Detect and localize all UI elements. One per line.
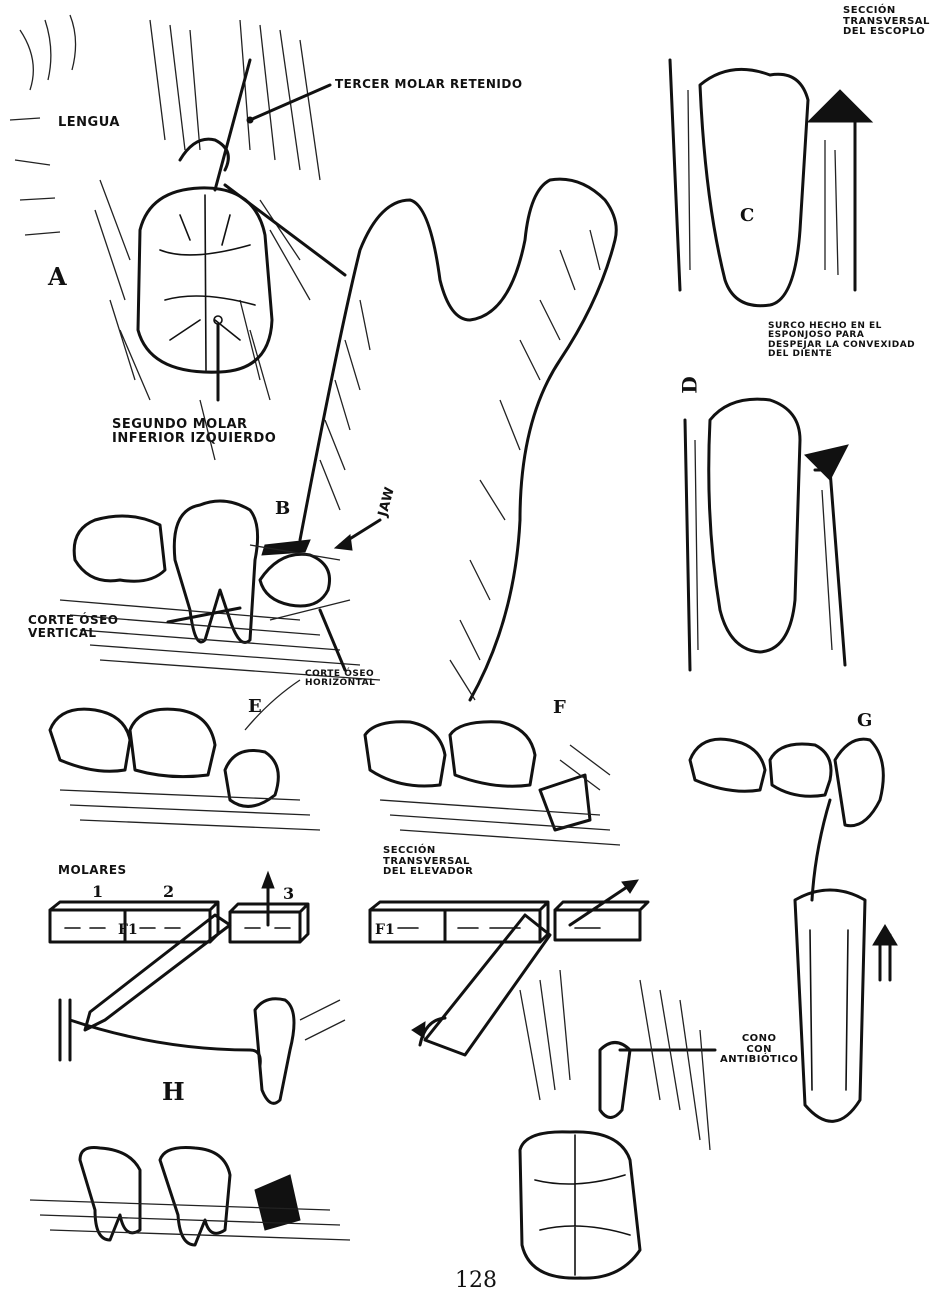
panel-letter-a: A	[48, 262, 67, 291]
label-second-molar: Segundo molar inferior izquierdo	[112, 418, 276, 445]
molars-block-diagram-right	[370, 880, 648, 1055]
label-tongue: Lengua	[58, 116, 120, 130]
label-molars: Molares	[58, 864, 127, 877]
occlusal-view-antibiotic-cone	[520, 970, 715, 1278]
label-chisel-section: Sección transversal del escoplo	[843, 6, 930, 38]
molar-number-3: 3	[283, 884, 294, 903]
panel-letter-e: E	[248, 696, 262, 717]
label-retained-third-molar: Tercer molar retenido	[335, 78, 523, 91]
panel-letter-b: B	[275, 498, 290, 519]
panel-e-lateral	[50, 680, 320, 830]
panel-letter-f: F	[553, 697, 566, 718]
molar-number-2: 2	[163, 882, 174, 901]
panel-letter-h: H	[162, 1077, 185, 1106]
molars-block-diagram-left	[50, 872, 308, 1030]
label-groove-note: Surco hecho en el esponjoso para despeja…	[768, 322, 915, 360]
force-label-left: F1	[118, 922, 138, 938]
force-label-right: F1	[375, 922, 395, 938]
panel-c-chisel-section	[670, 60, 872, 306]
panel-letter-c: C	[740, 205, 754, 226]
panel-letter-d: D	[678, 376, 702, 393]
panel-d-groove-section	[685, 399, 848, 670]
label-antibiotic-cone: Cono con antibiótico	[720, 1034, 798, 1066]
molar-number-1: 1	[92, 882, 103, 901]
label-vertical-cut: Corte óseo vertical	[28, 614, 119, 639]
panel-letter-g: G	[857, 710, 872, 731]
page-number: 128	[455, 1268, 497, 1293]
panel-f-lateral	[365, 722, 620, 845]
label-elevator-section: Sección transversal del elevador	[383, 846, 473, 878]
panel-a-occlusal-view	[10, 15, 345, 460]
mandible-outline	[300, 179, 616, 700]
panel-h-lateral	[30, 999, 350, 1245]
panel-b-lateral-view	[60, 501, 380, 680]
label-horizontal-cut: Corte óseo horizontal	[305, 670, 375, 689]
